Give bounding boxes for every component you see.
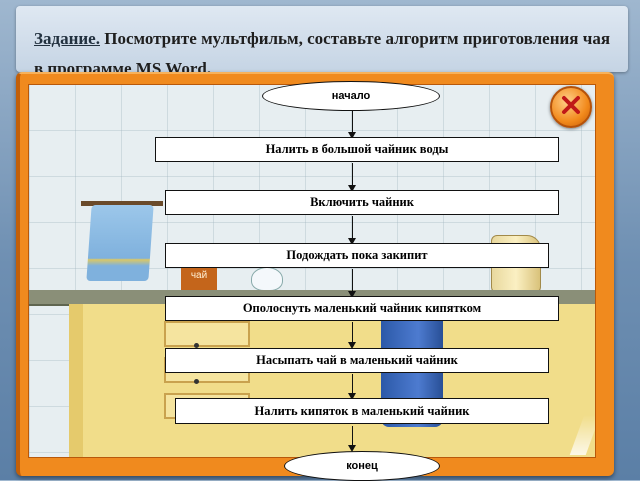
flow-arrowhead	[348, 238, 356, 245]
flow-connector	[352, 216, 353, 241]
flow-step: Налить кипяток в маленький чайник	[175, 398, 549, 424]
flow-arrowhead	[348, 291, 356, 298]
flow-connector	[352, 269, 353, 294]
flow-end: конец	[284, 451, 440, 481]
close-button[interactable]	[550, 86, 592, 128]
cabinet	[69, 304, 595, 457]
flow-connector	[352, 110, 353, 135]
flow-step: Подождать пока закипит	[165, 243, 549, 268]
flow-step: Ополоснуть маленький чайник кипятком	[165, 296, 559, 321]
flow-arrowhead	[348, 342, 356, 349]
drawer-knob	[194, 379, 199, 384]
drawer-knob	[194, 343, 199, 348]
task-panel: Задание. Посмотрите мультфильм, составьт…	[16, 6, 628, 78]
small-teapot	[251, 267, 283, 291]
towel-rail	[81, 201, 163, 206]
flow-step: Налить в большой чайник воды	[155, 137, 559, 162]
flow-arrowhead	[348, 445, 356, 452]
flow-arrowhead	[348, 393, 356, 400]
flow-connector	[352, 322, 353, 345]
tea-jar	[181, 263, 217, 293]
flow-arrowhead	[348, 132, 356, 139]
flow-start: начало	[262, 81, 440, 111]
close-x-icon	[560, 94, 582, 121]
flow-connector	[352, 426, 353, 448]
flow-connector	[352, 163, 353, 188]
flow-connector	[352, 374, 353, 396]
flow-step: Включить чайник	[165, 190, 559, 215]
drawer	[164, 321, 250, 347]
task-text: Посмотрите мультфильм, составьте алгорит…	[34, 29, 611, 78]
cabinet-side	[69, 304, 83, 457]
tea-jar-label: чай	[190, 270, 208, 281]
task-label: Задание.	[34, 29, 100, 48]
towel	[86, 205, 154, 281]
flow-step: Насыпать чай в маленький чайник	[165, 348, 549, 373]
flow-arrowhead	[348, 185, 356, 192]
